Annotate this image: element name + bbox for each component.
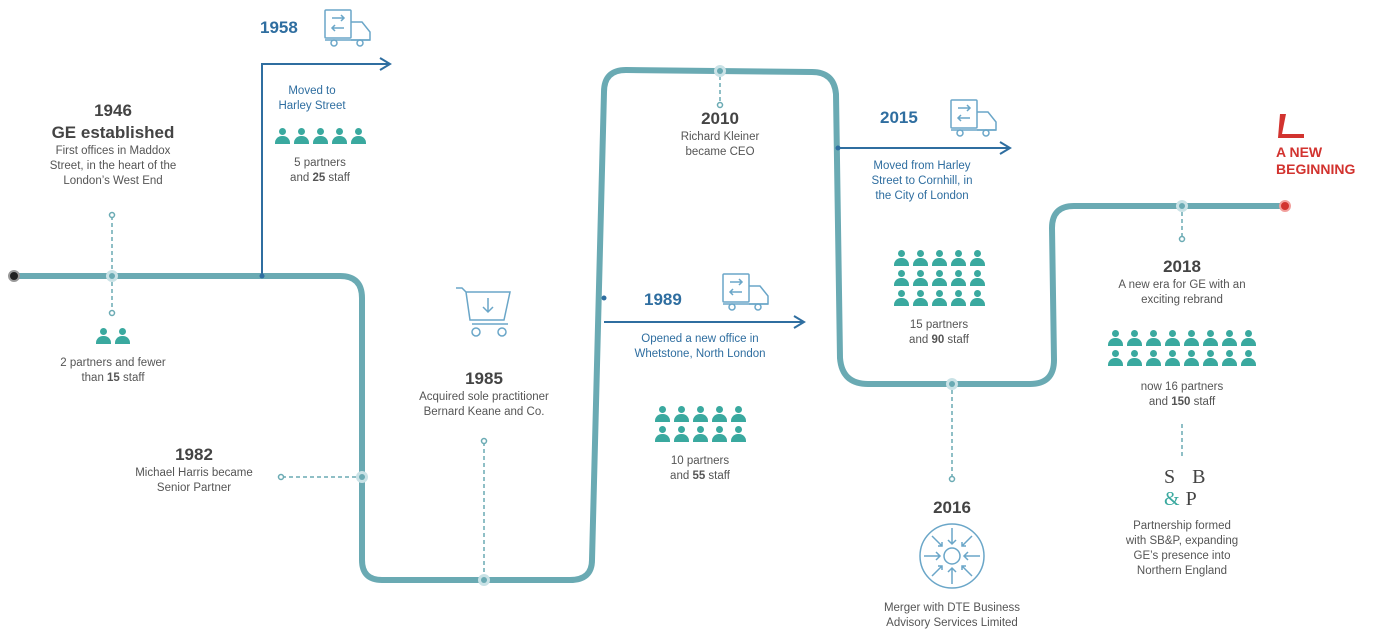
event-year: 2018 <box>1163 257 1201 276</box>
event-title: GE established <box>51 123 175 142</box>
event-text: Street, in the heart of the <box>49 160 177 172</box>
event-text: Harley Street <box>278 100 346 112</box>
event-year: 1958 <box>260 18 298 37</box>
event-text: Richard Kleiner <box>680 131 760 143</box>
people-icon <box>40 328 186 344</box>
event-text: London’s West End <box>63 175 163 187</box>
event-text: Moved to <box>288 85 336 97</box>
event-text: Michael Harris became <box>135 467 253 479</box>
people-icon <box>876 250 1002 306</box>
staff-text: 15 partners <box>909 319 969 331</box>
staff-1989: 10 partners and 55 staff <box>640 406 760 484</box>
event-text: exciting rebrand <box>1141 294 1223 306</box>
staff-1946: 2 partners and fewer than 15 staff <box>40 328 186 386</box>
event-text: GE’s presence into <box>1133 550 1231 562</box>
event-2015: Moved from Harley Street to Cornhill, in… <box>856 159 988 204</box>
event-text: Partnership formed <box>1133 520 1231 532</box>
event-text: with SB&P, expanding <box>1125 535 1239 547</box>
staff-text-2: and 25 staff <box>290 172 350 184</box>
event-year: 2016 <box>933 498 971 517</box>
staff-text: now 16 partners <box>1140 381 1224 393</box>
shopping-cart-icon <box>456 287 511 337</box>
people-icon <box>262 128 378 144</box>
new-beginning-line1: A NEW <box>1276 144 1323 160</box>
event-year: 2010 <box>701 109 739 128</box>
people-icon <box>640 406 760 442</box>
staff-1958: 5 partners and 25 staff <box>262 128 378 186</box>
event-text: Opened a new office in <box>641 333 759 345</box>
truck-icon <box>722 273 769 311</box>
event-text: A new era for GE with an <box>1118 279 1246 291</box>
new-beginning-label: A NEW BEGINNING <box>1276 144 1372 178</box>
event-text: Street to Cornhill, in <box>871 175 973 187</box>
staff-2018: now 16 partners and 150 staff <box>1102 330 1262 410</box>
event-text: Whetstone, North London <box>634 348 766 360</box>
event-text: Merger with DTE Business <box>883 602 1021 614</box>
event-1985: 1985 Acquired sole practitioner Bernard … <box>400 368 568 420</box>
staff-text-2: than 15 staff <box>81 372 145 384</box>
event-text: Senior Partner <box>156 482 232 494</box>
event-year: 1989 <box>644 290 682 309</box>
event-text: Bernard Keane and Co. <box>423 406 545 418</box>
staff-text: 10 partners <box>670 455 730 467</box>
event-1982: 1982 Michael Harris became Senior Partne… <box>116 444 272 496</box>
event-year: 1982 <box>175 445 213 464</box>
sbp-logo-line1: S B <box>1164 466 1212 488</box>
staff-text-2: and 150 staff <box>1148 396 1216 408</box>
people-icon <box>1102 330 1262 366</box>
sbp-logo: S B &P <box>1164 466 1211 510</box>
event-text: became CEO <box>685 146 755 158</box>
event-2010: 2010 Richard Kleiner became CEO <box>650 108 790 160</box>
truck-icon <box>950 99 997 137</box>
event-1958: Moved to Harley Street <box>260 84 364 114</box>
staff-text: 5 partners <box>294 157 346 169</box>
event-text: Northern England <box>1136 565 1228 577</box>
event-2016: Merger with DTE Business Advisory Servic… <box>862 601 1042 631</box>
event-sbp: Partnership formed with SB&P, expanding … <box>1122 519 1242 579</box>
merge-arrows-icon <box>919 523 985 589</box>
event-2018: 2018 A new era for GE with an exciting r… <box>1102 256 1262 308</box>
event-text: Advisory Services Limited <box>886 617 1018 629</box>
truck-icon <box>324 9 371 47</box>
staff-text: 2 partners and fewer <box>60 357 166 369</box>
new-beginning-line2: BEGINNING <box>1276 161 1356 177</box>
event-year: 1946 <box>94 101 132 120</box>
staff-text-2: and 55 staff <box>670 470 730 482</box>
event-1989: Opened a new office in Whetstone, North … <box>614 332 786 362</box>
event-text: Acquired sole practitioner <box>419 391 549 403</box>
event-text: the City of London <box>875 190 969 202</box>
sbp-logo-line2: &P <box>1164 488 1203 510</box>
staff-text-2: and 90 staff <box>909 334 969 346</box>
staff-2015: 15 partners and 90 staff <box>876 250 1002 348</box>
event-text: First offices in Maddox <box>55 145 171 157</box>
event-1946: 1946 GE established First offices in Mad… <box>30 100 196 189</box>
event-year: 1985 <box>465 369 503 388</box>
event-year: 2015 <box>880 108 918 127</box>
event-text: Moved from Harley <box>873 160 971 172</box>
ge-logo-icon <box>1278 114 1304 138</box>
